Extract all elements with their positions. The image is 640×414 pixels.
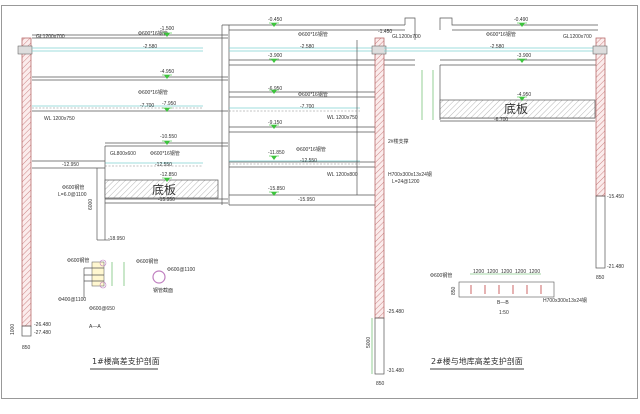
elev-label: -4.950 [160,69,174,75]
dim-label: 850 [22,345,31,351]
elev-label: -1.450 [378,29,392,35]
elev-label: -25.480 [387,309,404,315]
left-pile [21,37,32,327]
elev-label: -7.950 [162,101,176,107]
center-right-pile-base [374,317,385,375]
base-slab-label: 底板 [152,182,176,197]
crown-beam [592,45,608,55]
right-building [384,17,598,122]
elev-label: -12.550 [300,158,317,164]
anchor-label: Φ600*16钢管 [138,30,168,37]
elev-label: -2.580 [300,44,314,50]
aa-note: Φ600钢管 [67,257,89,264]
bb-dim: 1200 [529,269,540,275]
center-right-pile [374,37,385,319]
circle-note: 钢管截面 [153,287,173,294]
beam-label: GL800x600 [110,151,136,157]
left-pile-base [21,325,32,337]
elev-label: -3.900 [268,53,282,59]
elev-label: -15.950 [158,197,175,203]
aa-note: Φ400@1100 [58,297,86,303]
elev-label: -6.950 [268,86,282,92]
beam-label: GL1200x700 [392,34,421,40]
bb-dim: 1200 [501,269,512,275]
anchor-label: Φ600*16钢管 [296,146,326,153]
elev-label: -15.950 [298,197,315,203]
elev-label: -10.550 [160,134,177,140]
anchor-label: Φ600*16钢管 [138,89,168,96]
beam-label: GL1200x700 [36,34,65,40]
bb-dim: 1200 [473,269,484,275]
elev-label: -31.480 [387,368,404,374]
section-aa-label: A—A [89,324,101,330]
section-aa-detail [83,259,125,298]
bb-dim: 1200 [487,269,498,275]
elev-label: -1.500 [160,26,174,32]
section-title-2: 2#楼与地库高差支护剖面 [431,356,523,366]
anchor-label: Φ600*16钢管 [486,31,516,38]
far-right-pile-base [595,195,606,269]
elev-label: -2.580 [490,44,504,50]
bb-note: Φ600钢管 [430,272,452,279]
elev-label: -15.850 [268,186,285,192]
elev-label: -12.850 [160,172,177,178]
elev-label: -0.490 [514,17,528,23]
right-base-slab [439,99,596,119]
elev-label: -15.450 [607,194,624,200]
crown-beam [371,45,387,55]
circle-note: Φ600@1100 [167,267,195,273]
left-crown-beam [17,45,33,55]
base-slab-label: 底板 [504,101,528,116]
hbeam-label: L=24@1200 [392,179,420,185]
left-floor-slabs [32,34,228,241]
dim-label: 850 [376,381,385,387]
dim-label: 5000 [366,337,372,348]
hbeam-label: H700x300x13x24钢 [388,171,432,178]
elev-label: -0.450 [268,17,282,23]
elev-label: -26.480 [34,322,51,328]
elev-label: -12.950 [62,162,79,168]
bb-dim: 1200 [515,269,526,275]
pile-note: Φ600钢管 [62,184,84,191]
elev-label: -4.950 [517,92,531,98]
section-bb-detail [458,273,555,298]
drawing-frame [1,5,638,399]
dim-label: 1000 [10,324,16,335]
elev-label: -7.700 [300,104,314,110]
dim-label: 6000 [88,199,94,210]
circle-note: Φ600钢管 [136,258,158,265]
elev-label: -7.700 [140,103,154,109]
elev-label: -9.150 [268,120,282,126]
section-title-1: 1#楼高差支护剖面 [92,356,160,366]
aa-note: Φ600@650 [89,306,115,312]
elev-label: -11.850 [268,150,285,156]
beam-label: WL 1200x800 [327,172,358,178]
elev-label: -3.900 [517,53,531,59]
elev-label: -12.550 [155,162,172,168]
pipe-section-icon [152,270,166,284]
beam-label: GL1200x700 [563,34,592,40]
center-building [221,17,416,206]
far-right-pile [595,37,606,197]
left-base-slab [104,179,219,199]
elev-label: -18.950 [108,236,125,242]
elev-label: -21.480 [607,264,624,270]
anchor-label: Φ600*16钢管 [298,31,328,38]
elev-label: -2.580 [143,44,157,50]
section-bb-label: B—B [497,300,509,306]
hbeam-label: H700x300x13x24钢 [543,297,587,304]
anchor-label: Φ600*16钢管 [298,91,328,98]
elev-label: -6.700 [494,117,508,123]
pile-note: L=6.0@1100 [58,192,87,198]
dim-label: 850 [596,275,605,281]
anchor-label: Φ600*16钢管 [150,150,180,157]
elev-label: -27.480 [34,330,51,336]
section-bb-scale: 1:50 [499,310,509,316]
beam-label: WL 1200x750 [44,116,75,122]
beam-label: WL 1200x750 [327,115,358,121]
bb-dim: 850 [451,286,457,295]
support-note: 2#楼支撑 [388,138,409,145]
